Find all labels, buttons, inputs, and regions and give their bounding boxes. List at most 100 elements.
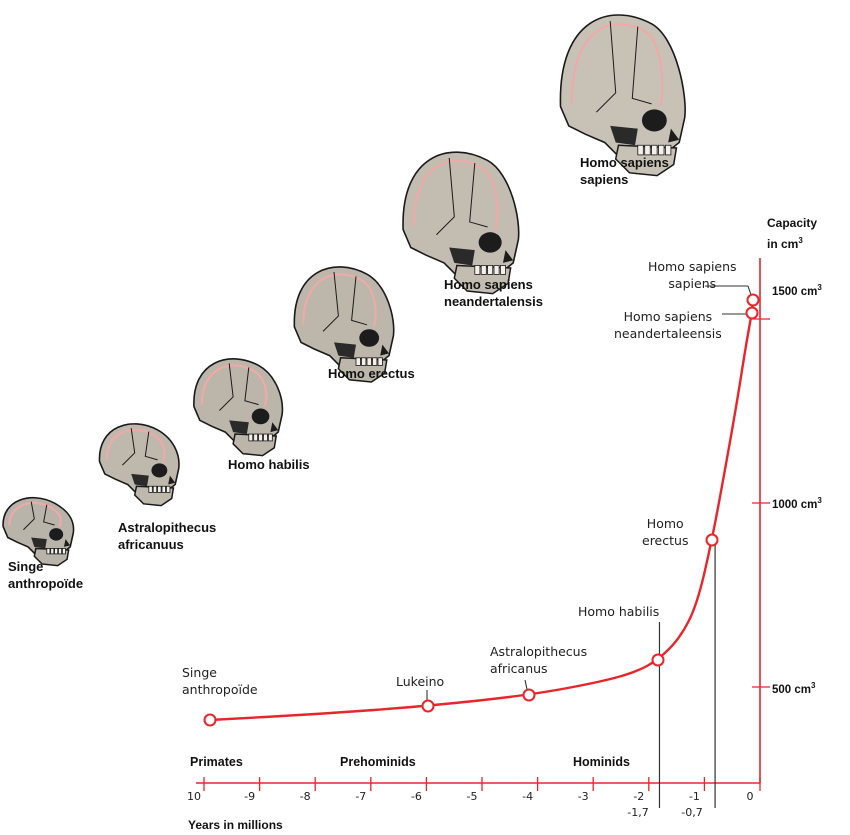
skull-brain-outline [105, 428, 166, 462]
skull-label-homo-habilis: Homo habilis [228, 457, 310, 472]
skull-nasal-cavity [63, 539, 71, 547]
skull-tooth [499, 265, 506, 275]
y-tick-label-1000: 1000 cm3 [772, 496, 822, 511]
skull-singe [2, 496, 75, 567]
skull-zygomatic [610, 125, 638, 146]
skull-suture [43, 504, 55, 526]
data-point-5 [746, 293, 760, 307]
skull-tooth [58, 548, 63, 555]
skull-tooth [366, 357, 372, 366]
x-tick-label: -2 [633, 790, 645, 803]
skull-tooth [152, 485, 158, 493]
skull-eye-socket [478, 232, 502, 253]
skull-tooth [372, 357, 378, 366]
skull-brain-outline [570, 23, 664, 107]
skull-zygomatic [449, 247, 475, 266]
skull-tooth [377, 357, 383, 366]
skull-zygomatic [229, 420, 249, 435]
skull-suture [631, 26, 652, 105]
data-point-4 [705, 533, 719, 547]
skull-suture [436, 157, 455, 236]
skull-tooth [651, 144, 658, 156]
skull-habilis [193, 358, 284, 457]
skull-tooth [474, 265, 481, 275]
skull-tooth [268, 433, 273, 442]
skull-tooth [355, 357, 361, 366]
era-label-hominids: Hominids [573, 755, 630, 769]
skull-erectus [293, 266, 395, 383]
skull-tooth [480, 265, 487, 275]
x-tick-label: -9 [244, 790, 256, 803]
skull-tooth [157, 485, 162, 493]
skull-sapiens [559, 14, 686, 177]
skull-nasal-cavity [168, 475, 176, 485]
skull-suture [219, 363, 234, 411]
skull-suture [244, 367, 259, 406]
skull-australo [98, 423, 180, 507]
skull-brain-outline [302, 273, 377, 328]
skull-tooth [487, 265, 494, 275]
x-tick-label: -1 [688, 790, 700, 803]
skull-brain-outline [200, 364, 268, 407]
skull-eye-socket [641, 109, 667, 132]
skull-tooth [248, 433, 254, 442]
skull-nasal-cavity [502, 250, 514, 263]
data-point-2 [522, 688, 536, 702]
x-mark-label-habilis: -1,7 [627, 806, 649, 819]
skull-tooth [46, 548, 51, 555]
x-tick-label: -6 [410, 790, 422, 803]
data-point-6 [745, 306, 759, 320]
skull-eye-socket [151, 463, 168, 478]
era-label-prehominids: Prehominids [340, 755, 416, 769]
x-mark-label-erectus: -0,7 [681, 806, 703, 819]
point-label-homo-habilis: Homo habilis [578, 604, 660, 619]
skull-suture [122, 428, 136, 466]
skull-brain-outline [412, 159, 499, 230]
skull-tooth [664, 144, 672, 156]
skull-zygomatic [31, 537, 47, 549]
skull-tooth [61, 548, 66, 555]
skull-label-homo-erectus: Homo erectus [328, 366, 415, 381]
skull-neander [402, 151, 520, 295]
skull-tooth [165, 485, 171, 493]
skull-tooth [161, 485, 166, 493]
era-label-primates: Primates [190, 755, 243, 769]
data-point-0 [203, 713, 217, 727]
skull-brain-outline [8, 501, 62, 527]
skull-eye-socket [49, 528, 64, 541]
skull-tooth [54, 548, 59, 555]
x-tick-label: -7 [355, 790, 367, 803]
x-tick-label: -8 [299, 790, 311, 803]
point-label-lukeino: Lukeino [396, 674, 445, 689]
skull-tooth [258, 433, 263, 442]
skull-tooth [493, 265, 500, 275]
skull-zygomatic [334, 342, 356, 358]
x-tick-label: 0 [746, 790, 754, 803]
capacity-curve [208, 298, 755, 722]
skull-nasal-cavity [270, 422, 279, 433]
x-tick-label: -4 [522, 790, 534, 803]
skull-tooth [644, 144, 651, 156]
y-tick-label-1500: 1500 cm3 [772, 283, 822, 298]
y-axis-title: Capacity in cm3 [767, 216, 818, 251]
x-tick-label: -3 [577, 790, 589, 803]
skull-suture [469, 162, 488, 228]
data-point-3 [651, 653, 665, 667]
skull-zygomatic [131, 473, 149, 487]
capacity-chart [196, 258, 770, 808]
skull-suture [596, 21, 617, 113]
skull-suture [144, 431, 158, 461]
x-tick-label: -5 [466, 790, 478, 803]
skull-eye-socket [359, 329, 380, 347]
y-tick-label-500: 500 cm3 [772, 681, 816, 696]
skull-eye-socket [251, 408, 270, 425]
